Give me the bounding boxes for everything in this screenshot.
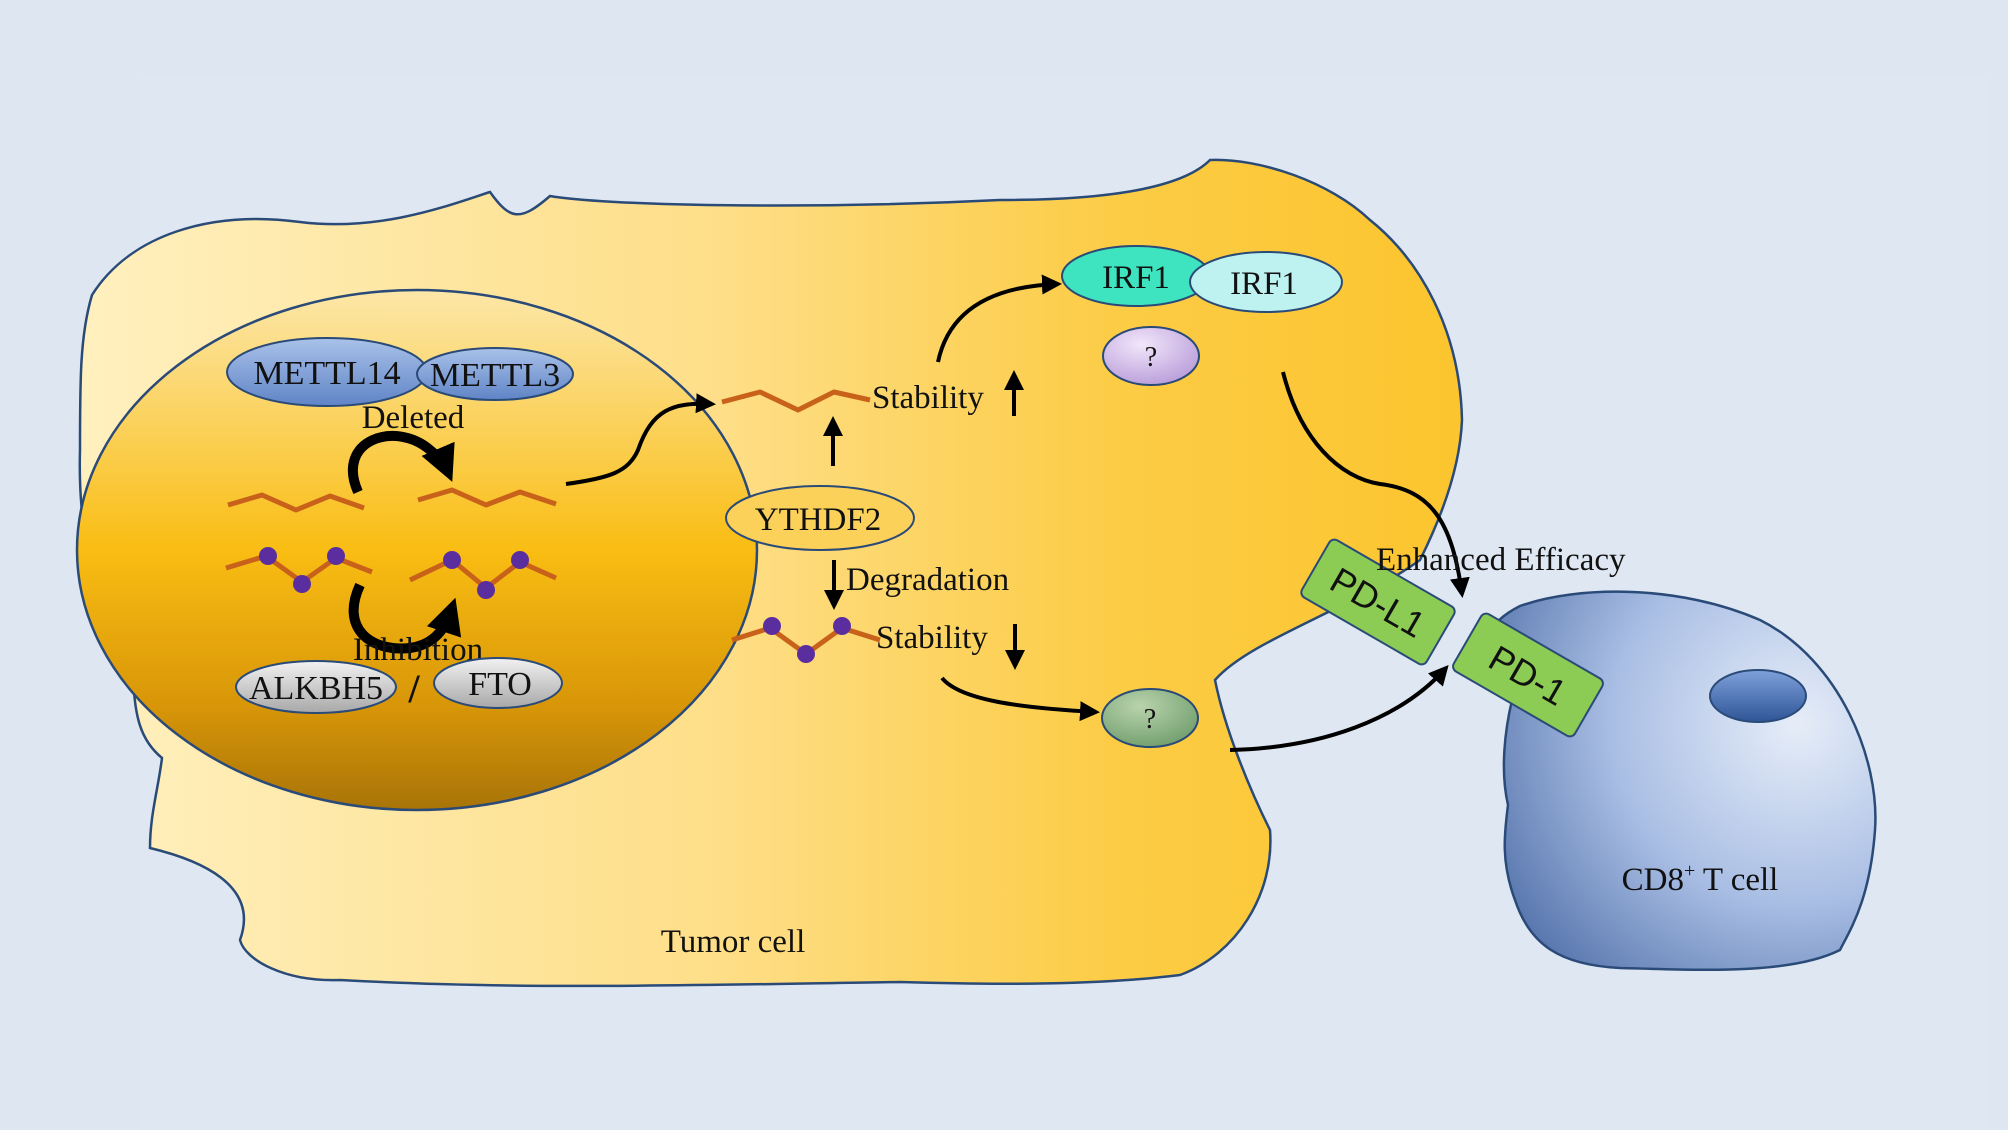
- demethylation-cycle-arrow-bottom: [348, 582, 462, 654]
- deleted-label: Deleted: [362, 400, 465, 436]
- mrna-unmodified-left: [227, 492, 365, 513]
- stability-down-label: Stability: [876, 620, 988, 656]
- mrna-methylated-left: [225, 547, 373, 593]
- irf1-label-a: IRF1: [1102, 260, 1170, 296]
- unknown-to-checkpoint-arrow: [1229, 665, 1449, 752]
- ythdf2-ellipse: [725, 485, 915, 551]
- m6a-dot: [797, 645, 815, 663]
- mettl3-label: METTL3: [430, 357, 560, 394]
- m6a-dot: [511, 551, 529, 569]
- unknown-label-lower: ?: [1144, 704, 1156, 735]
- t-cell-label-main: CD8: [1622, 862, 1684, 898]
- irf1-label-b: IRF1: [1230, 266, 1298, 302]
- alkbh5-ellipse: [235, 660, 397, 714]
- mrna-cytoplasm-methylated: [731, 617, 881, 663]
- tumor-cell-label: Tumor cell: [661, 924, 806, 960]
- export-arrow: [565, 393, 716, 486]
- t-cell-label: CD8+ T cell: [1622, 860, 1779, 898]
- m6a-dot: [477, 581, 495, 599]
- m6a-dot: [443, 551, 461, 569]
- irf1-to-checkpoint-arrow: [1281, 371, 1470, 598]
- degradation-label: Degradation: [846, 562, 1009, 598]
- t-cell-label-rest: T cell: [1695, 862, 1778, 898]
- to-irf1-arrow: [936, 274, 1062, 363]
- writer-complex: METTL14 METTL3: [226, 337, 574, 407]
- slash-label: /: [407, 666, 420, 711]
- alkbh5-label: ALKBH5: [249, 670, 383, 707]
- unknown-factor-lower: [1101, 688, 1199, 748]
- t-cell-nucleus: [1709, 669, 1807, 723]
- enhanced-efficacy-label: Enhanced Efficacy: [1376, 542, 1626, 578]
- to-unknown-lower-arrow: [940, 676, 1100, 722]
- fto-label: FTO: [468, 666, 532, 703]
- unknown-label-upper: ?: [1145, 342, 1157, 373]
- unknown-factor-upper: [1102, 326, 1200, 386]
- pd-1-box: [1452, 612, 1604, 738]
- mettl3-ellipse: [416, 347, 574, 401]
- mrna-methylated-right: [408, 551, 558, 599]
- m6a-dot: [259, 547, 277, 565]
- stability-up-label: Stability: [872, 380, 984, 416]
- pd-l1-box: [1300, 538, 1456, 666]
- fto-ellipse: [433, 657, 563, 709]
- mrna-unmodified-right: [417, 487, 557, 508]
- t-cell-label-superscript: +: [1684, 860, 1695, 882]
- ythdf2-label: YTHDF2: [755, 502, 882, 538]
- m6a-dot: [293, 575, 311, 593]
- m6a-dot: [327, 547, 345, 565]
- m6a-dot: [763, 617, 781, 635]
- mettl14-label: METTL14: [253, 355, 400, 392]
- mrna-cytoplasm-unmodified: [721, 389, 871, 413]
- methylation-cycle-arrow-top: [347, 430, 455, 495]
- irf1-ellipse-b: [1189, 251, 1343, 313]
- m6a-dot: [833, 617, 851, 635]
